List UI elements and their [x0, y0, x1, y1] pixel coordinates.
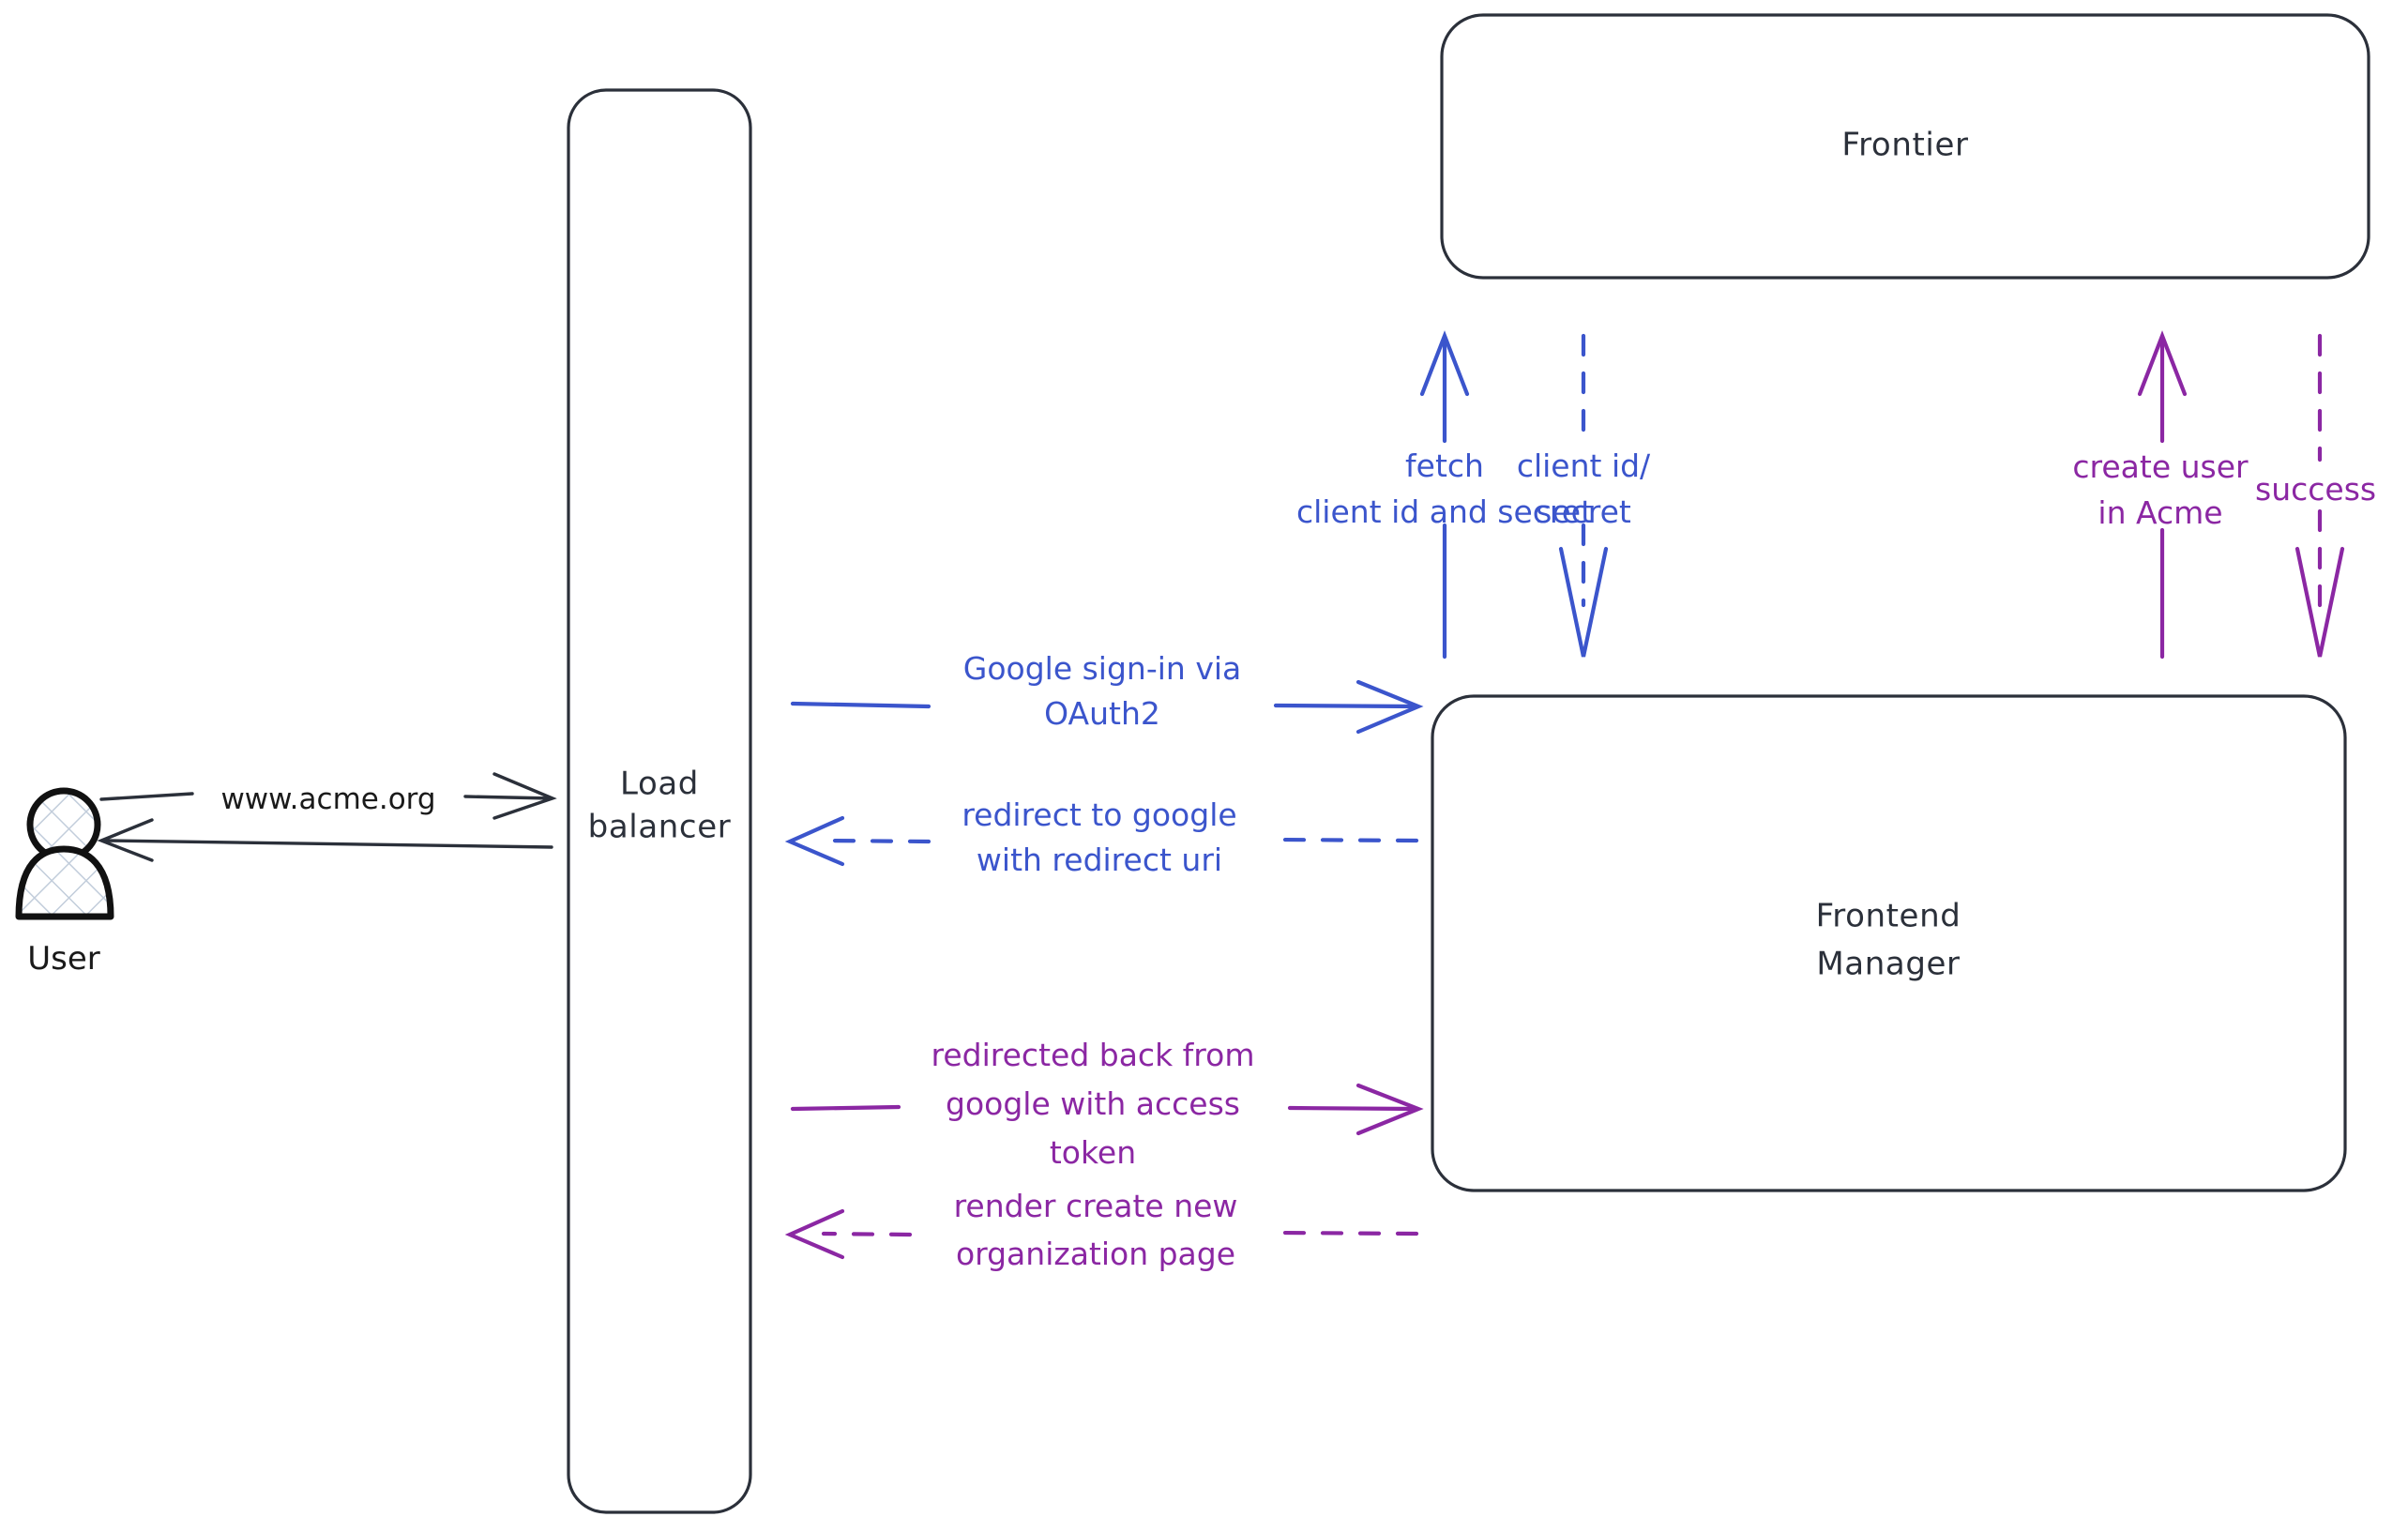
edge-fm-to-frontier-fetch-label-line1: fetch: [1405, 447, 1484, 484]
edge-fm-to-lb-render-label-line2: organization page: [956, 1236, 1235, 1272]
edge-fm-to-lb-redirect-label-line2: with redirect uri: [977, 842, 1222, 878]
edge-lb-to-fm-token-label-line2: google with access: [946, 1085, 1240, 1122]
edge-frontier-to-fm-success-label: success: [2255, 471, 2376, 508]
edge-lb-to-fm-token[interactable]: [790, 1083, 1424, 1136]
edge-fm-to-frontier-fetch-label-line2: client id and secret: [1296, 493, 1593, 530]
node-frontend-manager[interactable]: [1431, 694, 2347, 1192]
node-load-balancer-label-line1: Load: [620, 766, 699, 803]
node-load-balancer-label-line2: balancer: [588, 809, 732, 846]
edge-fm-to-frontier-create-label-line1: create user: [2072, 448, 2249, 485]
actor-user: [15, 787, 114, 920]
node-load-balancer[interactable]: [567, 88, 752, 1514]
person-actor-body-icon: [15, 845, 114, 920]
edge-lb-to-fm-signin-label-line2: OAuth2: [1044, 695, 1160, 732]
edge-frontier-to-fm-creds-label-line1: client id/: [1517, 447, 1651, 484]
edge-fm-to-lb-render-label-line1: render create new: [954, 1188, 1238, 1224]
edge-fm-to-frontier-fetch[interactable]: [1419, 330, 1470, 660]
node-frontier[interactable]: [1440, 13, 2370, 280]
node-frontier-label: Frontier: [1841, 127, 1968, 164]
edge-frontier-to-fm-success[interactable]: [2294, 333, 2345, 658]
node-frontend-manager-label-line2: Manager: [1816, 946, 1960, 983]
edge-fm-to-lb-redirect-label-line1: redirect to google: [962, 796, 1236, 833]
edge-frontier-to-fm-creds-label-line2: secret: [1536, 493, 1631, 530]
edge-user-to-load-balancer-label: www.acme.org: [220, 782, 435, 816]
edge-fm-to-lb-render[interactable]: [784, 1208, 1419, 1260]
edge-fm-to-frontier-create-label-line2: in Acme: [2098, 494, 2222, 531]
edge-lb-to-fm-signin-label-line1: Google sign-in via: [963, 650, 1241, 687]
edge-lb-to-fm-signin[interactable]: [790, 679, 1424, 735]
edge-user-to-load-balancer[interactable]: [99, 772, 557, 820]
edge-load-balancer-to-user[interactable]: [97, 818, 553, 862]
edge-lb-to-fm-token-label-line1: redirected back from: [931, 1037, 1255, 1073]
actor-user-label: User: [27, 940, 100, 978]
node-frontend-manager-label-line1: Frontend: [1816, 898, 1961, 935]
edge-lb-to-fm-token-label-line3: token: [1050, 1134, 1136, 1171]
edge-fm-to-frontier-create[interactable]: [2137, 330, 2188, 660]
edge-frontier-to-fm-creds[interactable]: [1558, 333, 1609, 658]
edge-fm-to-lb-redirect[interactable]: [784, 815, 1419, 867]
